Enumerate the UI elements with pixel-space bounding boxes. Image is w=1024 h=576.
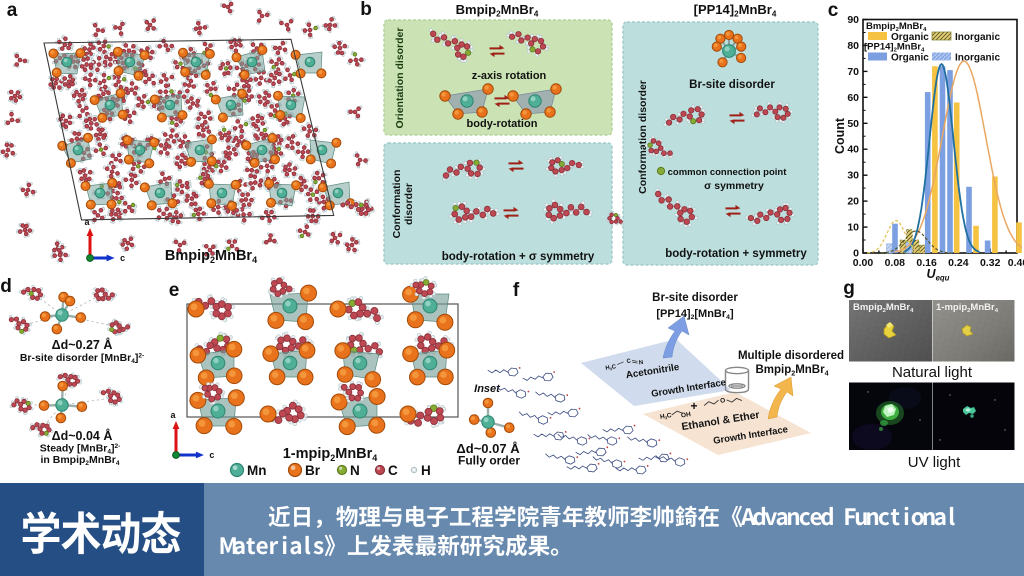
svg-text:c: c bbox=[828, 0, 839, 21]
svg-text:Organic: Organic bbox=[891, 32, 929, 43]
svg-text:Br: Br bbox=[305, 463, 321, 478]
svg-text:a: a bbox=[170, 410, 176, 420]
svg-text:Inset: Inset bbox=[474, 383, 501, 395]
svg-text:C: C bbox=[626, 358, 632, 365]
svg-text:H3C: H3C bbox=[660, 412, 673, 421]
svg-text:0.40: 0.40 bbox=[1008, 257, 1024, 269]
svg-text:30: 30 bbox=[847, 170, 859, 182]
svg-text:50: 50 bbox=[847, 118, 859, 130]
svg-text:UV light: UV light bbox=[908, 454, 961, 471]
svg-text:1-mpip2MnBr4: 1-mpip2MnBr4 bbox=[283, 446, 378, 463]
svg-text:80: 80 bbox=[847, 40, 859, 52]
svg-text:40: 40 bbox=[847, 144, 859, 156]
svg-text:Orientation disorder: Orientation disorder bbox=[394, 28, 406, 129]
svg-text:1-mpip2MnBr4: 1-mpip2MnBr4 bbox=[936, 302, 999, 314]
svg-text:Br-site disorder [MnBr4]2-: Br-site disorder [MnBr4]2- bbox=[20, 352, 144, 365]
svg-text:[PP14]2[MnBr4]: [PP14]2[MnBr4] bbox=[656, 308, 734, 321]
svg-text:10: 10 bbox=[847, 222, 859, 234]
svg-text:d: d bbox=[0, 276, 12, 297]
svg-text:Conformation: Conformation bbox=[391, 170, 403, 239]
svg-text:Steady [MnBr4]2-: Steady [MnBr4]2- bbox=[40, 443, 121, 456]
svg-text:Bmpip2MnBr4: Bmpip2MnBr4 bbox=[165, 248, 257, 265]
svg-text:σ symmetry: σ symmetry bbox=[704, 180, 764, 192]
svg-text:60: 60 bbox=[847, 92, 859, 104]
svg-text:body-rotation: body-rotation bbox=[467, 118, 538, 130]
svg-text:a: a bbox=[7, 0, 18, 21]
svg-text:z-axis rotation: z-axis rotation bbox=[472, 70, 547, 82]
svg-text:N: N bbox=[638, 360, 643, 367]
svg-text:c: c bbox=[120, 253, 125, 263]
svg-text:Organic: Organic bbox=[891, 53, 929, 64]
svg-text:Δd~0.07 Å: Δd~0.07 Å bbox=[456, 441, 520, 456]
svg-text:20: 20 bbox=[847, 196, 859, 208]
svg-text:Br-site disorder: Br-site disorder bbox=[652, 292, 738, 304]
svg-text:0.00: 0.00 bbox=[853, 257, 874, 269]
svg-text:90: 90 bbox=[847, 14, 859, 26]
svg-text:c: c bbox=[209, 450, 214, 460]
svg-text:0.24: 0.24 bbox=[948, 257, 969, 269]
svg-text:Mn: Mn bbox=[247, 463, 267, 478]
svg-text:N: N bbox=[350, 463, 360, 478]
svg-text:Natural light: Natural light bbox=[892, 364, 973, 381]
svg-text:Δd~0.04 Å: Δd~0.04 Å bbox=[52, 428, 113, 443]
svg-text:Bmpip2MnBr4: Bmpip2MnBr4 bbox=[853, 302, 914, 314]
svg-text:[PP14]2MnBr4: [PP14]2MnBr4 bbox=[694, 2, 777, 19]
svg-text:disorder: disorder bbox=[403, 183, 415, 225]
svg-text:Uequ: Uequ bbox=[927, 267, 950, 283]
svg-text:a: a bbox=[84, 217, 90, 227]
svg-text:b: b bbox=[360, 0, 372, 20]
svg-text:in Bmpip2MnBr4: in Bmpip2MnBr4 bbox=[40, 454, 119, 467]
svg-text:[PP14]2MnBr4: [PP14]2MnBr4 bbox=[864, 42, 925, 54]
svg-text:Fully order: Fully order bbox=[458, 454, 520, 468]
svg-text:body-rotation + symmetry: body-rotation + symmetry bbox=[665, 248, 807, 260]
svg-text:f: f bbox=[513, 280, 520, 301]
svg-text:+: + bbox=[690, 399, 697, 413]
svg-text:0.08: 0.08 bbox=[885, 257, 906, 269]
svg-text:0: 0 bbox=[853, 248, 859, 260]
svg-text:Inorganic: Inorganic bbox=[955, 32, 1000, 43]
svg-text:Br-site disorder: Br-site disorder bbox=[689, 79, 775, 91]
svg-text:Inorganic: Inorganic bbox=[955, 53, 1000, 64]
svg-text:Count: Count bbox=[833, 117, 847, 154]
svg-text:0.16: 0.16 bbox=[916, 257, 937, 269]
svg-text:body-rotation + σ symmetry: body-rotation + σ symmetry bbox=[442, 251, 595, 263]
svg-text:Multiple disordered: Multiple disordered bbox=[738, 350, 844, 362]
svg-text:Bmpip2MnBr4: Bmpip2MnBr4 bbox=[866, 21, 927, 33]
svg-text:e: e bbox=[169, 280, 180, 301]
svg-text:C: C bbox=[388, 463, 398, 478]
svg-text:H: H bbox=[421, 463, 431, 478]
svg-text:common connection point: common connection point bbox=[668, 167, 788, 178]
svg-text:Conformation disorder: Conformation disorder bbox=[637, 80, 649, 194]
svg-text:0.32: 0.32 bbox=[980, 257, 1001, 269]
svg-text:g: g bbox=[843, 278, 855, 299]
svg-text:OH: OH bbox=[681, 411, 692, 419]
svg-text:O: O bbox=[720, 397, 726, 405]
svg-text:Bmpip2MnBr4: Bmpip2MnBr4 bbox=[456, 2, 539, 19]
svg-text:Bmpip2MnBr4: Bmpip2MnBr4 bbox=[755, 364, 828, 377]
svg-text:Δd~0.27 Å: Δd~0.27 Å bbox=[52, 337, 113, 352]
svg-text:70: 70 bbox=[847, 66, 859, 78]
svg-text:H3C: H3C bbox=[605, 364, 617, 372]
